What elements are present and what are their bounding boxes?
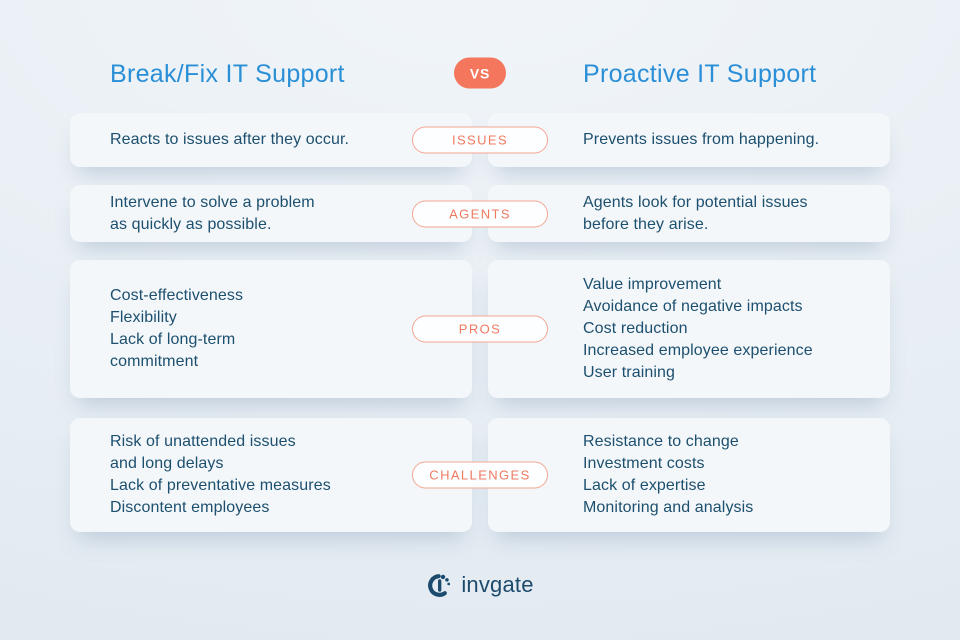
issues-category-pill: ISSUES xyxy=(412,126,548,154)
proactive-challenges-card: Resistance to change Investment costs La… xyxy=(488,418,890,532)
proactive-pros-card: Value improvement Avoidance of negative … xyxy=(488,260,890,398)
breakfix-agents-text: Intervene to solve a problem as quickly … xyxy=(110,193,315,233)
proactive-agents-card: Agents look for potential issues before … xyxy=(488,185,890,242)
breakfix-challenges-card: Risk of unattended issues and long delay… xyxy=(70,418,472,532)
invgate-logo-text: invgate xyxy=(461,572,534,597)
breakfix-pros-text: Cost-effectiveness Flexibility Lack of l… xyxy=(110,287,244,370)
footer-logo: invgate xyxy=(0,568,960,602)
comparison-row-agents: Intervene to solve a problem as quickly … xyxy=(70,185,890,242)
left-column-title: Break/Fix IT Support xyxy=(110,59,345,88)
comparison-row-pros: Cost-effectiveness Flexibility Lack of l… xyxy=(70,260,890,398)
challenges-category-pill: CHALLENGES xyxy=(412,461,548,489)
breakfix-issues-text: Reacts to issues after they occur. xyxy=(110,131,350,148)
header: Break/Fix IT Support VS Proactive IT Sup… xyxy=(70,56,890,92)
breakfix-pros-card: Cost-effectiveness Flexibility Lack of l… xyxy=(70,260,472,398)
invgate-logo-icon xyxy=(426,571,454,599)
pros-category-pill: PROS xyxy=(412,315,548,343)
right-column-title: Proactive IT Support xyxy=(583,59,817,88)
proactive-issues-text: Prevents issues from happening. xyxy=(583,131,820,148)
proactive-pros-text: Value improvement Avoidance of negative … xyxy=(583,276,813,381)
comparison-row-issues: Reacts to issues after they occur. Preve… xyxy=(70,113,890,167)
proactive-agents-text: Agents look for potential issues before … xyxy=(583,193,808,233)
proactive-issues-card: Prevents issues from happening. xyxy=(488,113,890,167)
proactive-challenges-text: Resistance to change Investment costs La… xyxy=(583,433,754,516)
breakfix-issues-card: Reacts to issues after they occur. xyxy=(70,113,472,167)
agents-category-pill: AGENTS xyxy=(412,200,548,227)
breakfix-challenges-text: Risk of unattended issues and long delay… xyxy=(110,433,331,516)
comparison-row-challenges: Risk of unattended issues and long delay… xyxy=(70,418,890,532)
breakfix-agents-card: Intervene to solve a problem as quickly … xyxy=(70,185,472,242)
vs-badge: VS xyxy=(454,57,506,89)
